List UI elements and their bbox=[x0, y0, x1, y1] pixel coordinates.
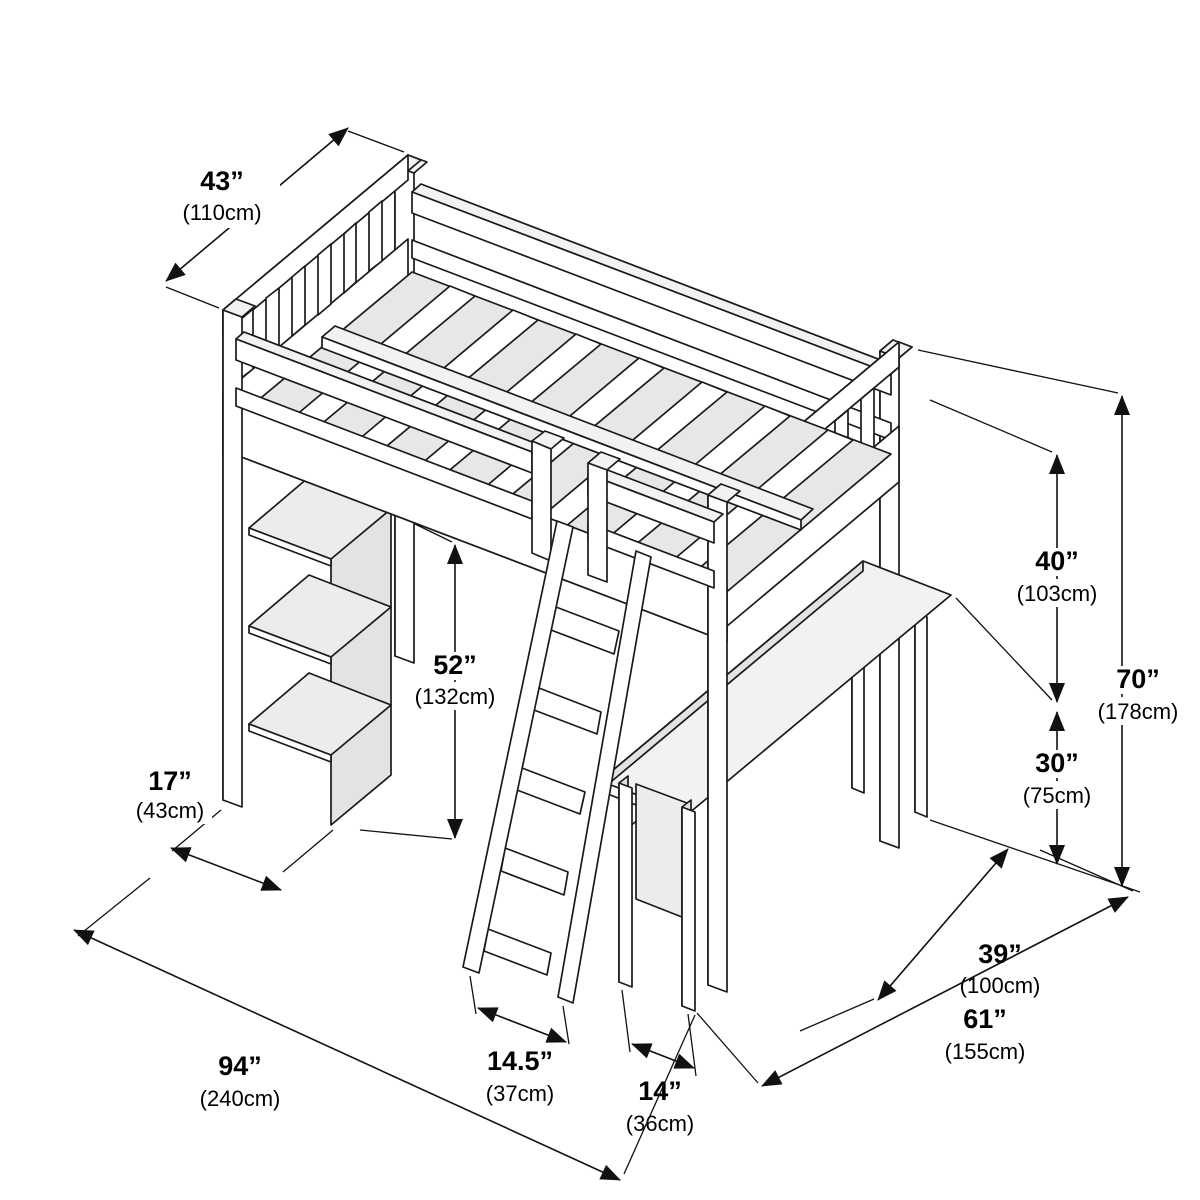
dimension-bed-width: 43” (110cm) bbox=[164, 127, 405, 309]
dimension-annotations: 43” (110cm) 52” (132cm) 40” (103cm) bbox=[73, 127, 1187, 1181]
dim-61-cm-label: (155cm) bbox=[945, 1039, 1026, 1064]
dim-145-cm-label: (37cm) bbox=[486, 1081, 554, 1106]
dim-40-cm-label: (103cm) bbox=[1017, 581, 1098, 606]
dim-30-cm-label: (75cm) bbox=[1023, 783, 1091, 808]
dim-17-cm-label: (43cm) bbox=[136, 798, 204, 823]
dim-61-inches-label: 61” bbox=[963, 1004, 1007, 1034]
dim-39-inches-label: 39” bbox=[978, 939, 1022, 969]
front-posts bbox=[222, 298, 741, 993]
dim-39-cm-label: (100cm) bbox=[960, 973, 1041, 998]
dim-52-inches-label: 52” bbox=[433, 650, 477, 680]
dim-70-cm-label: (178cm) bbox=[1098, 699, 1179, 724]
dimension-rail-to-desk: 40” (103cm) bbox=[929, 399, 1106, 703]
dimension-ladder-projection: 14.5” (37cm) bbox=[469, 975, 570, 1107]
dim-14-cm-label: (36cm) bbox=[626, 1111, 694, 1136]
dim-40-inches-label: 40” bbox=[1035, 546, 1079, 576]
dim-70-inches-label: 70” bbox=[1116, 664, 1160, 694]
bed-deck bbox=[222, 271, 892, 643]
dim-43-inches-label: 43” bbox=[200, 166, 244, 196]
dim-43-cm-label: (110cm) bbox=[182, 200, 261, 225]
dim-30-inches-label: 30” bbox=[1035, 748, 1079, 778]
desk bbox=[599, 560, 952, 1012]
dimension-total-height: 70” (178cm) bbox=[917, 349, 1187, 887]
dimension-desk-height: 30” (75cm) bbox=[1013, 711, 1101, 865]
dimension-desk-depth: 14” (36cm) bbox=[616, 989, 704, 1137]
dim-52-cm-label: (132cm) bbox=[415, 684, 496, 709]
dimension-total-depth: 61” (155cm) bbox=[696, 849, 1134, 1087]
dimension-desk-width: 39” (100cm) bbox=[799, 848, 1050, 1032]
dimension-total-length: 94” (240cm) bbox=[73, 877, 696, 1181]
dimension-shelf-width: 17” (43cm) bbox=[128, 766, 334, 891]
dim-17-inches-label: 17” bbox=[148, 766, 192, 796]
front-guardrails bbox=[235, 331, 724, 589]
dim-145-inches-label: 14.5” bbox=[487, 1046, 553, 1076]
bookshelf bbox=[248, 410, 392, 826]
dim-94-inches-label: 94” bbox=[218, 1051, 262, 1081]
dimension-underbed-clearance: 52” (132cm) bbox=[359, 523, 503, 840]
extension-line bbox=[929, 819, 1141, 893]
dim-94-cm-label: (240cm) bbox=[200, 1086, 281, 1111]
dim-14-inches-label: 14” bbox=[638, 1076, 682, 1106]
